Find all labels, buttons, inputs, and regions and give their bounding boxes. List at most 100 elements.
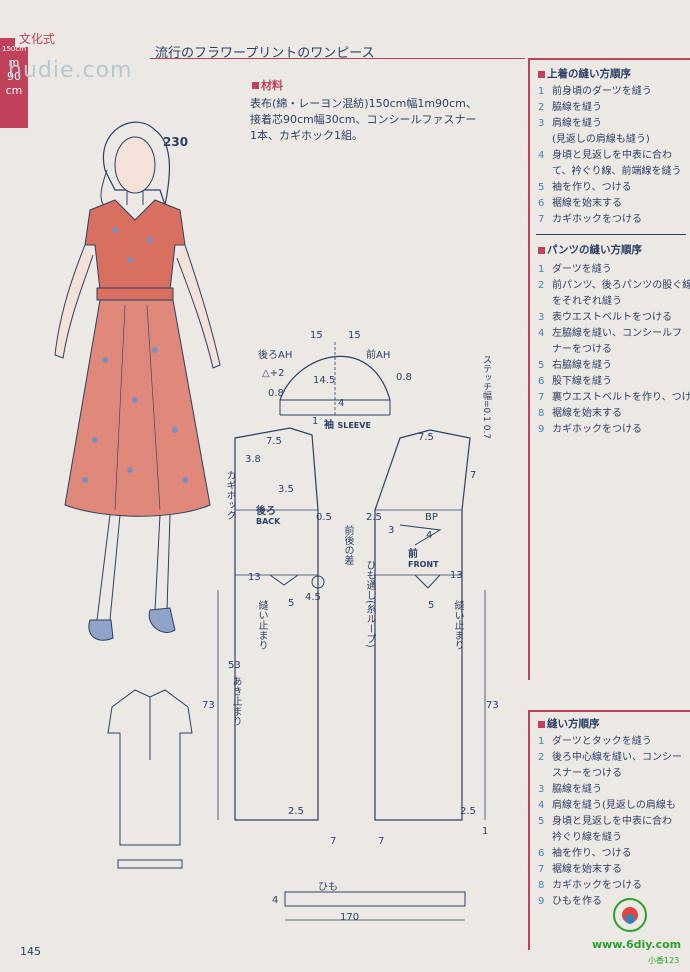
sleeve-dim: 4: [338, 398, 345, 409]
stitch-width-label: ステッチ幅=0.1 0.7: [481, 355, 491, 440]
opening-dim: 53: [228, 660, 241, 671]
bust-point-label: BP: [425, 512, 438, 523]
pattern-diagram: [217, 342, 486, 921]
front-dim: 3: [388, 525, 395, 536]
back-dim: 0.5: [316, 512, 332, 523]
opening-stop-label: あき止まり: [230, 676, 241, 726]
list-item: 衿ぐり線を縫う: [552, 832, 622, 843]
neck-dim: 7.5: [418, 432, 434, 443]
back-dim: 3.5: [278, 484, 294, 495]
sewing-stop-label: 縫い止まり: [452, 600, 463, 650]
list-item: (見返しの肩線も縫う): [552, 134, 650, 145]
sleeve-dim: △+2: [262, 368, 285, 379]
sleeve-dim: 0.8: [268, 388, 284, 399]
front-dim: 4: [426, 530, 433, 541]
materials-line: 接着芯90cm幅30cm、コンシールファスナー: [250, 113, 477, 126]
sleeve-number: 1: [312, 416, 319, 427]
site-watermark-sub: 小香123: [648, 956, 680, 965]
square-bullet-icon: [538, 246, 545, 254]
front-dim: 7: [470, 470, 477, 481]
sleeve-label: 袖 SLEEVE: [324, 420, 371, 431]
dress-front-illustration: [54, 121, 221, 641]
size-tag: 150cm m 90 cm: [0, 38, 28, 128]
list-item: ナーをつける: [552, 344, 612, 355]
hem-dim: 2.5: [288, 806, 304, 817]
sleeve-dim: 15: [348, 330, 361, 341]
size-tag-line: 90: [7, 70, 21, 83]
list-item: スナーをつける: [552, 768, 622, 779]
sleeve-height: 14.5: [313, 375, 336, 386]
size-tag-line: 150cm: [1, 45, 27, 53]
jacket-section-title: 上着の縫い方順序: [538, 66, 631, 81]
model-number: 230: [163, 135, 189, 149]
waist-dim: 13: [450, 570, 463, 581]
tie-dim: 4: [272, 895, 279, 906]
dart-dim: 4.5: [305, 592, 321, 603]
front-armhole-label: 前AH: [366, 350, 391, 361]
loop-label: ひも通し(糸ループ): [364, 560, 375, 648]
tie-label: ひも: [318, 882, 338, 893]
dart-dim: 5: [428, 600, 435, 611]
header-divider: [150, 58, 525, 59]
hem-dim: 7: [330, 836, 337, 847]
dart-dim: 5: [288, 598, 295, 609]
front-dim: 2.5: [366, 512, 382, 523]
pants-section-title: パンツの縫い方順序: [538, 242, 642, 257]
materials-line: 1本、カギホック1組。: [250, 129, 363, 142]
sleeve-dim: 0.8: [396, 372, 412, 383]
front-back-diff-label: 前後の差: [342, 525, 353, 565]
square-bullet-icon: [252, 82, 259, 89]
back-dim: 3.8: [245, 454, 261, 465]
hem-dim: 2.5: [460, 806, 476, 817]
club-logo-icon: [613, 898, 647, 932]
square-bullet-icon: [538, 720, 545, 728]
watermark: hudie.com: [8, 58, 133, 83]
sewing-stop-label: 縫い止まり: [256, 600, 267, 650]
page-number: 145: [20, 945, 41, 958]
magazine-label: 文化式: [15, 30, 60, 47]
kagi-hook-label: カギホック: [224, 470, 235, 520]
tie-length: 170: [340, 912, 360, 923]
neck-dim: 7.5: [266, 436, 282, 447]
dress-back-illustration: [107, 689, 193, 869]
size-tag-line: m: [8, 56, 20, 69]
length-dim: 73: [486, 700, 499, 711]
square-bullet-icon: [538, 70, 545, 78]
hem-dim: 7: [378, 836, 385, 847]
materials-title: 材料: [252, 77, 283, 93]
size-tag-line: cm: [5, 84, 23, 97]
site-watermark: www.6diy.com: [592, 938, 682, 951]
length-dim: 73: [202, 700, 215, 711]
hem-dim: 1: [482, 826, 489, 837]
dress-section-title: 縫い方順序: [538, 716, 600, 731]
page-title: 流行のフラワープリントのワンピース: [155, 46, 375, 61]
back-armhole-label: 後ろAH: [258, 350, 293, 361]
